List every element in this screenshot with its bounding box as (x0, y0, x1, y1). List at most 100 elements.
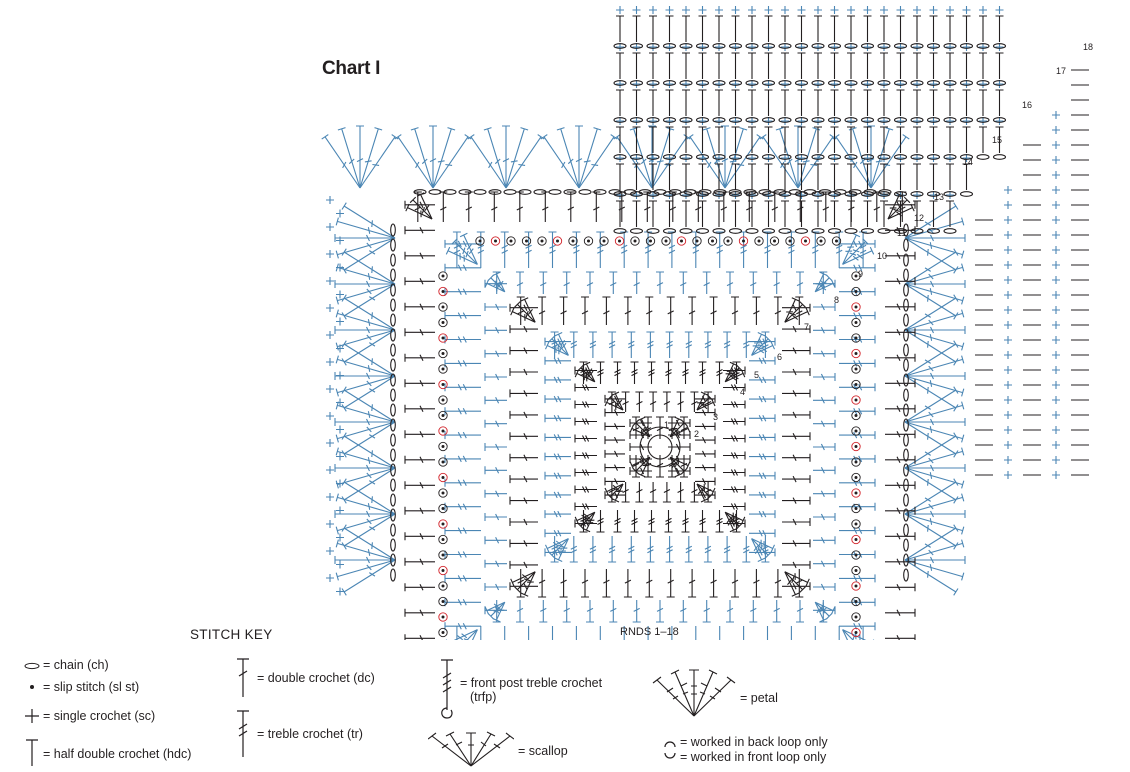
ring-mark (816, 236, 826, 246)
stitch-symbol (334, 464, 395, 472)
stitch-symbol (795, 569, 804, 598)
stitch-symbol (695, 436, 716, 445)
chain-mark (662, 117, 677, 123)
slip-stitch-mark (854, 321, 858, 324)
ring-mark (851, 271, 861, 281)
stitch-symbol (724, 369, 746, 383)
chain-mark (926, 117, 941, 123)
chain-mark (903, 283, 909, 297)
chain-mark (903, 223, 909, 237)
stitch-symbol (731, 296, 739, 325)
stitch-symbol (604, 449, 625, 458)
single-crochet-mark (649, 154, 657, 162)
stitch-symbol (544, 490, 571, 499)
column-stitch (995, 15, 1004, 42)
single-crochet-mark (1004, 216, 1012, 224)
chain-mark (992, 80, 1007, 86)
single-crochet-mark (1052, 246, 1060, 254)
chain-mark (646, 117, 660, 123)
chain-mark (903, 448, 909, 462)
column-stitch (946, 126, 954, 153)
single-crochet-mark (814, 117, 822, 125)
stitch-symbol (702, 600, 711, 623)
stitch-symbol (814, 626, 816, 640)
chain-mark (390, 568, 396, 582)
chain-mark (959, 80, 974, 86)
stitch-symbol (335, 283, 396, 305)
chain-mark (959, 191, 974, 197)
stitch-symbol (784, 301, 806, 323)
chain-mark (728, 117, 743, 123)
single-crochet-mark (929, 154, 938, 162)
slip-stitch-mark (441, 398, 445, 402)
chain-mark (910, 117, 924, 123)
stitch-symbol (632, 419, 651, 438)
chain-mark (712, 43, 726, 49)
single-crochet-mark (797, 80, 806, 88)
stitch-symbol (574, 519, 597, 528)
stitch-symbol (444, 239, 481, 248)
slip-stitch-mark (441, 367, 445, 371)
chain-mark (827, 228, 842, 234)
key-half-double-crochet: = half double crochet (hdc) (43, 747, 192, 761)
stitch-symbol (742, 331, 751, 358)
stitch-symbol (335, 421, 396, 443)
stitch-symbol (763, 231, 772, 268)
column-stitch (682, 52, 690, 79)
column-stitch (715, 52, 723, 79)
stitch-symbol (813, 466, 836, 475)
column-stitch (929, 52, 938, 79)
chain-mark (390, 298, 396, 312)
ring-mark (438, 550, 448, 560)
stitch-symbol (581, 296, 589, 325)
key-front-post-treble: = front post treble crochet (trfp) (460, 676, 602, 704)
stitch-symbol (586, 271, 594, 294)
stitch-symbol (813, 326, 836, 335)
single-crochet-mark (336, 263, 344, 272)
ring-mark (851, 426, 861, 436)
chain-mark (943, 191, 957, 197)
chain-mark (390, 493, 396, 507)
stitch-symbol (751, 538, 775, 553)
chain-mark (903, 553, 909, 567)
stitch-symbol (581, 569, 589, 598)
stitch-symbol (574, 502, 597, 511)
single-crochet-mark (326, 358, 334, 366)
stitch-symbol (669, 456, 691, 470)
slip-stitch-mark (441, 445, 445, 448)
stitch-symbol (887, 196, 911, 220)
stitch-symbol (432, 127, 456, 189)
single-crochet-mark (764, 154, 773, 162)
single-crochet-mark (682, 43, 690, 51)
column-stitch (715, 200, 723, 227)
stitch-symbol (739, 231, 748, 268)
stitch-symbol (905, 234, 966, 242)
stitch-symbol (544, 414, 571, 423)
ring-mark (438, 581, 448, 591)
stitch-symbol (575, 125, 583, 188)
stitch-symbol (341, 559, 396, 596)
chain-mark (848, 189, 862, 195)
single-crochet-mark (1004, 381, 1012, 389)
stitch-symbol (723, 400, 746, 409)
single-crochet-mark (1004, 411, 1012, 419)
stitch-symbol (904, 283, 965, 305)
single-crochet-mark (1052, 456, 1060, 464)
column-stitch (632, 200, 641, 227)
single-crochet-mark (632, 154, 641, 162)
single-crochet-mark (649, 117, 657, 125)
stitch-symbol (509, 303, 538, 312)
double-crochet-icon (237, 658, 249, 697)
stitch-symbol (551, 626, 554, 640)
chain-mark (893, 80, 908, 86)
stitch-symbol (688, 296, 697, 325)
column-stitch (731, 89, 740, 116)
stitch-symbol (904, 478, 959, 515)
stitch-symbol (608, 331, 617, 358)
stitch-symbol (669, 424, 691, 438)
column-stitch (632, 15, 641, 42)
stitch-symbol (904, 248, 959, 285)
chain-mark (903, 478, 909, 492)
stitch-symbol (554, 538, 569, 562)
stitch-symbol (509, 368, 538, 376)
